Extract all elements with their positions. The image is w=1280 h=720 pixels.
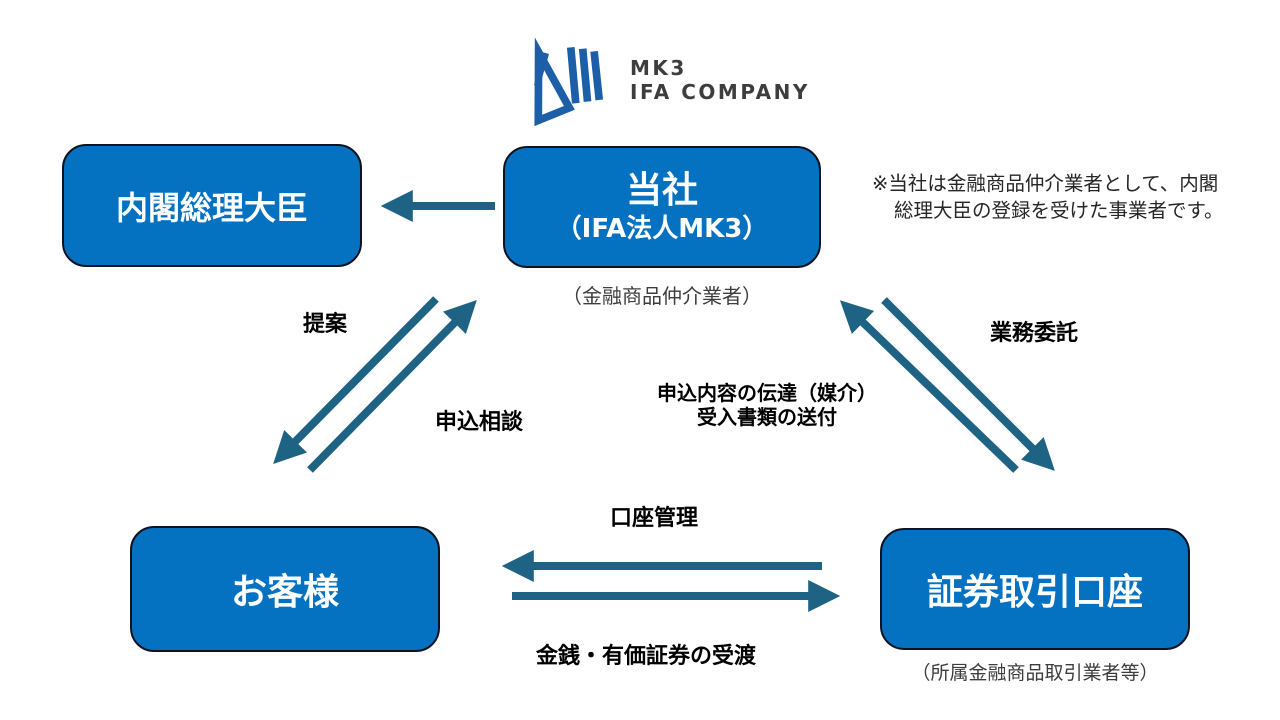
edge-label-relay-line1: 申込内容の伝達（媒介） <box>657 381 877 405</box>
arrow-outsourcing-account-to-company <box>839 300 1019 473</box>
node-customer: お客様 <box>130 526 440 652</box>
mk3-mark-icon <box>533 37 604 126</box>
node-company: 当社 （IFA法人MK3） <box>503 146 821 268</box>
edge-label-relay-line2: 受入書類の送付 <box>697 405 837 429</box>
edge-label-proposal: 提案 <box>303 312 348 337</box>
node-securities-account: 証券取引口座 <box>880 528 1190 650</box>
edge-label-relay: 申込内容の伝達（媒介） 受入書類の送付 <box>650 381 884 429</box>
node-prime-minister: 内閣総理大臣 <box>62 144 362 267</box>
logo-line2: IFA COMPANY <box>630 80 810 104</box>
edge-label-account-management: 口座管理 <box>610 506 699 531</box>
edge-label-delivery: 金銭・有価証券の受渡 <box>536 644 757 669</box>
registration-note-line2: 総理大臣の登録を受けた事業者です。 <box>894 199 1224 222</box>
node-company-title: 当社 <box>625 170 698 211</box>
node-securities-account-title: 証券取引口座 <box>926 572 1143 613</box>
logo-line1: MK3 <box>630 56 687 80</box>
arrow-consultation-customer-to-company <box>307 300 477 473</box>
registration-note-line1: ※当社は金融商品仲介業者として、内閣 <box>872 172 1219 195</box>
arrow-relay-company-to-account <box>881 297 1055 471</box>
node-company-caption: （金融商品仲介業者） <box>562 284 762 308</box>
registration-note: ※当社は金融商品仲介業者として、内閣 総理大臣の登録を受けた事業者です。 <box>872 170 1264 224</box>
edge-label-consultation: 申込相談 <box>435 410 524 435</box>
logo-text: MK3 IFA COMPANY <box>630 56 810 104</box>
node-securities-account-caption: （所属金融商品取引業者等） <box>911 662 1159 684</box>
node-prime-minister-title: 内閣総理大臣 <box>115 188 308 227</box>
company-logo: MK3 IFA COMPANY <box>516 34 810 126</box>
node-customer-title: お客様 <box>230 572 339 613</box>
node-company-subtitle: （IFA法人MK3） <box>555 214 769 244</box>
edge-label-outsourcing: 業務委託 <box>990 321 1079 346</box>
arrow-proposal-company-to-customer <box>273 296 439 464</box>
